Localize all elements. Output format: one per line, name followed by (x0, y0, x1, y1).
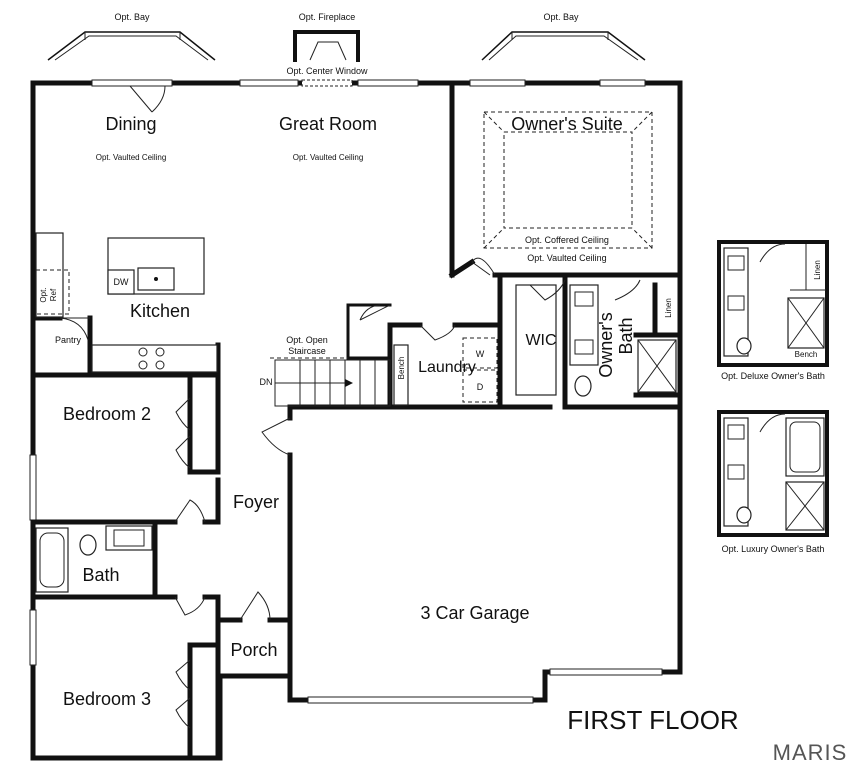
opt-bay-right (481, 31, 646, 61)
opt-ref-label-1: Opt. (39, 287, 48, 302)
dining-label: Dining (105, 114, 156, 134)
coffered-ceiling (483, 111, 653, 249)
dining-vaulted-label: Opt. Vaulted Ceiling (96, 153, 167, 162)
kitchen-label: Kitchen (130, 301, 190, 321)
opt-bay-left-label: Opt. Bay (114, 12, 150, 22)
open-staircase-label-1: Opt. Open (286, 335, 328, 345)
bath-fixtures (35, 525, 153, 593)
wic-label: WIC (525, 332, 556, 349)
owners-bath-label-1: Owner's (596, 312, 616, 377)
opt-center-window-label: Opt. Center Window (286, 66, 368, 76)
foyer-label: Foyer (233, 492, 279, 512)
opt-fireplace (293, 30, 360, 62)
luxury-bath-inset (717, 410, 829, 537)
porch-label: Porch (230, 640, 277, 660)
deluxe-bath-inset (717, 240, 829, 367)
owners-suite-label: Owner's Suite (511, 114, 622, 134)
suite-vaulted-label: Opt. Vaulted Ceiling (527, 253, 606, 263)
interior-walls (30, 80, 683, 761)
kitchen-island (107, 237, 205, 295)
pantry-label: Pantry (55, 335, 82, 345)
opt-bay-right-label: Opt. Bay (543, 12, 579, 22)
front-windows (29, 79, 663, 704)
dn-label: DN (260, 377, 273, 387)
laundry-label: Laundry (418, 359, 476, 376)
owners-bath-fixtures (515, 284, 677, 397)
opt-ref-label-2: Ref (49, 288, 58, 301)
opt-fireplace-label: Opt. Fireplace (299, 12, 356, 22)
washer-label: W (476, 349, 485, 359)
open-staircase-label-2: Staircase (288, 346, 326, 356)
dw-label: DW (114, 277, 129, 287)
luxury-bath-label: Opt. Luxury Owner's Bath (722, 544, 825, 554)
bedroom2-label: Bedroom 2 (63, 404, 151, 424)
opt-bay-left (47, 31, 216, 61)
doors (59, 85, 641, 729)
staircase (270, 357, 391, 407)
great-room-label: Great Room (279, 114, 377, 134)
great-room-vaulted-label: Opt. Vaulted Ceiling (293, 153, 364, 162)
coffered-ceiling-label: Opt. Coffered Ceiling (525, 235, 609, 245)
watermark: MARIS (773, 740, 848, 765)
bench-label: Bench (397, 357, 406, 380)
bath-label: Bath (82, 565, 119, 585)
floor-title: FIRST FLOOR (567, 705, 738, 735)
garage-label: 3 Car Garage (420, 603, 529, 623)
owners-bath-label-2: Bath (616, 317, 636, 354)
deluxe-bench-label: Bench (795, 350, 818, 359)
deluxe-bath-label: Opt. Deluxe Owner's Bath (721, 371, 825, 381)
kitchen-counter (35, 232, 218, 373)
dryer-label: D (477, 382, 484, 392)
bedroom3-label: Bedroom 3 (63, 689, 151, 709)
deluxe-linen-label: Linen (813, 260, 822, 280)
linen-label: Linen (664, 298, 673, 318)
laundry-appliances (393, 337, 498, 406)
